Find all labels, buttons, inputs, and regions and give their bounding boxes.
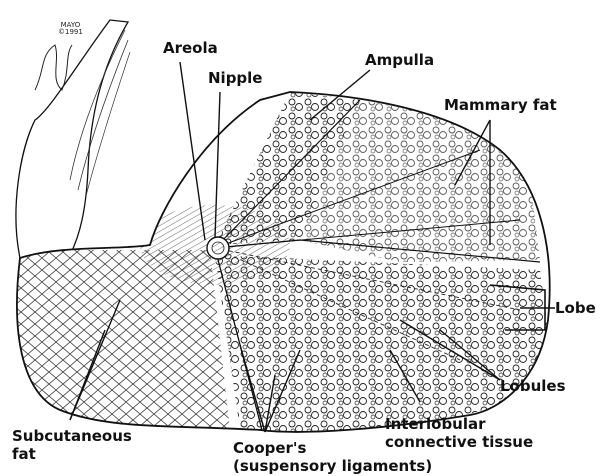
credit-mark: MAYO ©1991 xyxy=(58,22,83,36)
label-ampulla: Ampulla xyxy=(365,52,434,68)
label-mammary-fat: Mammary fat xyxy=(444,97,557,113)
label-interlobular-line2: connective tissue xyxy=(385,434,533,450)
label-coopers-line2: (suspensory ligaments) xyxy=(233,458,432,474)
label-lobules: Lobules xyxy=(500,378,566,394)
label-areola: Areola xyxy=(163,40,218,56)
label-nipple: Nipple xyxy=(208,70,263,86)
credit-line2: ©1991 xyxy=(58,29,83,36)
label-interlobular-line1: Interlobular xyxy=(385,416,486,432)
chest-skin-flap xyxy=(16,20,128,258)
label-subcutaneous-line2: fat xyxy=(12,446,36,462)
label-subcutaneous-line1: Subcutaneous xyxy=(12,428,132,444)
label-coopers-line1: Cooper's xyxy=(233,440,306,456)
label-lobe: Lobe xyxy=(555,300,596,316)
